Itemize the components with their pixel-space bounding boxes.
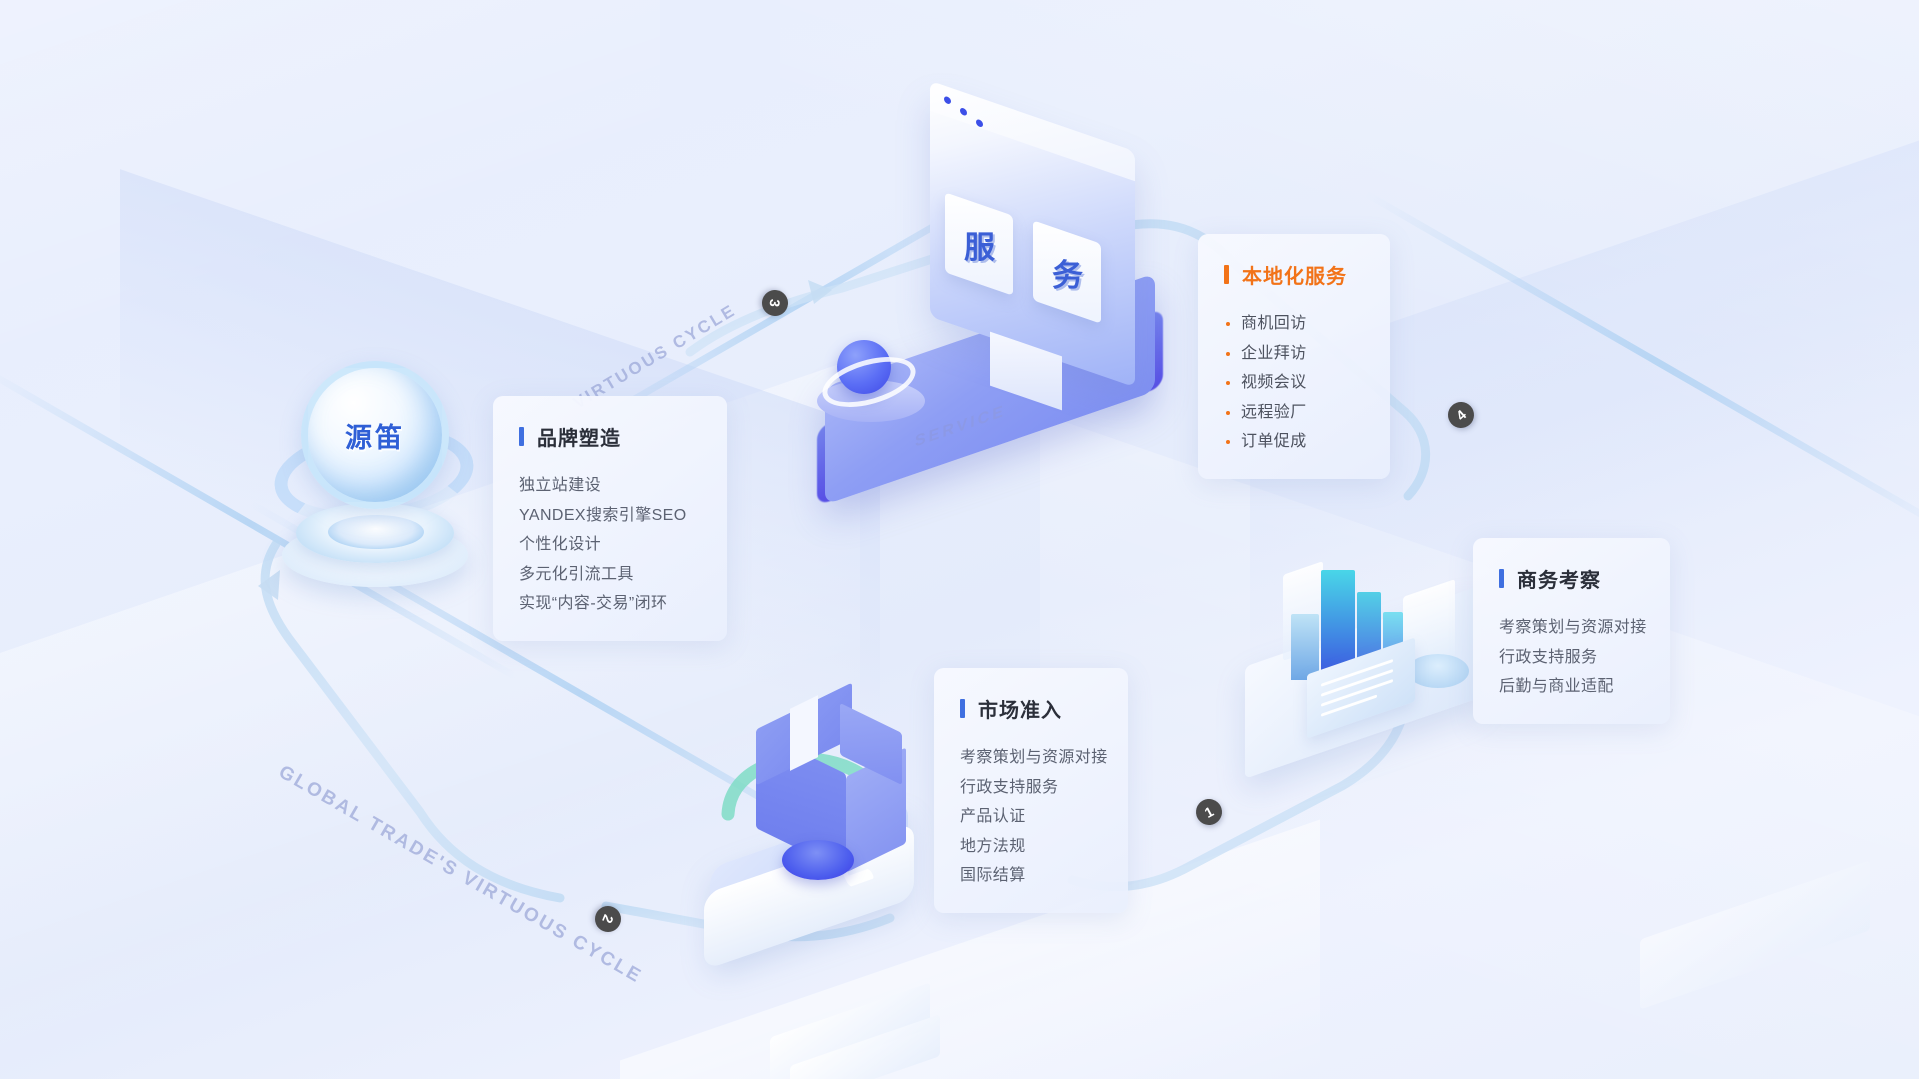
monitor-orb — [837, 340, 891, 394]
card-market-access-list: 考察策划与资源对接 行政支持服务 产品认证 地方法规 国际结算 — [960, 743, 1108, 891]
card-business-survey-title: 商务考察 — [1499, 564, 1644, 593]
card-market-access-item: 考察策划与资源对接 — [960, 749, 1108, 766]
package-box-icon — [700, 682, 930, 971]
card-business-survey-item: 后勤与商业适配 — [1499, 678, 1614, 695]
window-dot-2 — [960, 107, 967, 117]
card-market-access-item: 地方法规 — [960, 837, 1026, 855]
card-localized-service-item: 企业拜访 — [1224, 339, 1364, 369]
card-brand-item: 多元化引流工具 — [519, 565, 634, 583]
card-localized-service-list: 商机回访 企业拜访 视频会议 远程验厂 订单促成 — [1224, 309, 1364, 457]
card-brand-item: 独立站建设 — [519, 477, 602, 494]
card-localized-service-item: 视频会议 — [1224, 368, 1364, 398]
card-business-survey-item: 考察策划与资源对接 — [1499, 619, 1647, 636]
card-market-access-item: 行政支持服务 — [960, 778, 1059, 796]
card-brand-item: YANDEX搜索引擎SEO — [519, 506, 687, 524]
crystal-ball-icon: 源笛 — [268, 355, 483, 595]
document-line-4 — [1321, 694, 1377, 717]
card-brand-item: 个性化设计 — [519, 536, 602, 553]
isometric-monitor-icon: 服 务 SERVICE — [816, 80, 1180, 506]
card-business-survey[interactable]: 商务考察 考察策划与资源对接 行政支持服务 后勤与商业适配 — [1473, 538, 1670, 724]
window-dot-1 — [944, 95, 951, 105]
card-localized-service-item: 远程验厂 — [1224, 398, 1364, 428]
brand-logo-text: 源笛 — [345, 422, 405, 453]
card-business-survey-item: 行政支持服务 — [1499, 648, 1598, 666]
card-market-access-item: 国际结算 — [960, 867, 1026, 884]
city-dais — [1407, 654, 1469, 688]
monitor-char-1: 服 — [963, 229, 995, 265]
card-brand-list: 独立站建设 YANDEX搜索引擎SEO 个性化设计 多元化引流工具 实现“内容-… — [519, 471, 701, 619]
card-market-access-title: 市场准入 — [960, 694, 1102, 723]
card-brand-item: 实现“内容-交易”闭环 — [519, 595, 668, 612]
card-localized-service-title: 本地化服务 — [1224, 260, 1364, 289]
crystal-ball-base-top — [328, 515, 424, 549]
card-localized-service-item: 订单促成 — [1224, 427, 1364, 457]
city-building-1 — [1291, 614, 1319, 680]
monitor-char-2: 务 — [1051, 257, 1083, 293]
card-brand[interactable]: 品牌塑造 独立站建设 YANDEX搜索引擎SEO 个性化设计 多元化引流工具 实… — [493, 396, 727, 641]
card-business-survey-list: 考察策划与资源对接 行政支持服务 后勤与商业适配 — [1499, 613, 1647, 702]
package-disc — [782, 840, 854, 880]
window-dot-3 — [976, 118, 983, 128]
card-localized-service[interactable]: 本地化服务 商机回访 企业拜访 视频会议 远程验厂 订单促成 — [1198, 234, 1390, 479]
card-market-access[interactable]: 市场准入 考察策划与资源对接 行政支持服务 产品认证 地方法规 国际结算 — [934, 668, 1128, 913]
card-brand-title: 品牌塑造 — [519, 422, 701, 451]
city-skyline-icon — [1245, 530, 1495, 779]
card-localized-service-item: 商机回访 — [1224, 309, 1364, 339]
card-market-access-item: 产品认证 — [960, 808, 1026, 825]
crystal-ball-globe: 源笛 — [301, 361, 449, 509]
